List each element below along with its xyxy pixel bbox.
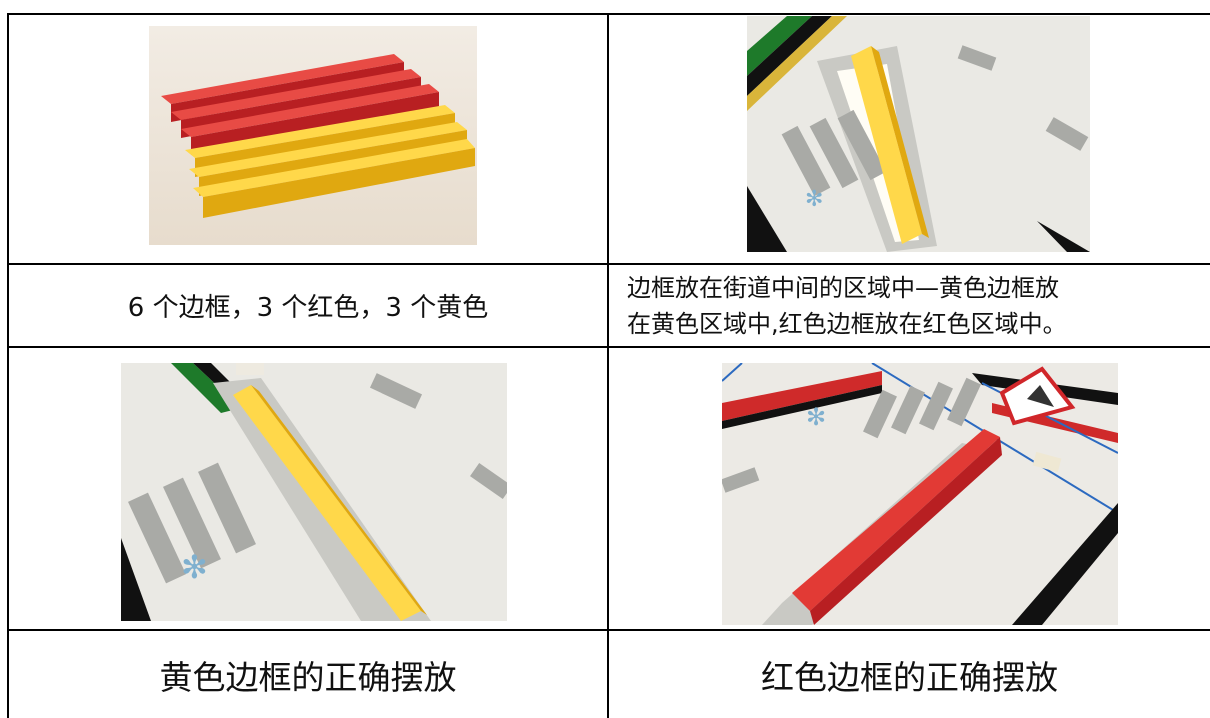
photo-six-frames <box>149 26 477 245</box>
image-table: ✻ 6 个边框，3 个红色，3 个黄色 边框放在街道中间的区域中—黄色边框放 在… <box>7 13 1210 718</box>
table-divider-row3 <box>7 629 1210 631</box>
caption-red-correct-cell: 红色边框的正确摆放 <box>609 631 1210 718</box>
photo-yellow-correct: ✻ <box>121 363 507 621</box>
caption-red-correct: 红色边框的正确摆放 <box>761 657 1058 697</box>
caption-yellow-correct-cell: 黄色边框的正确摆放 <box>9 631 607 718</box>
six-frames-illustration <box>149 26 477 245</box>
table-divider-row1 <box>7 263 1210 265</box>
table-border-top <box>7 13 1210 15</box>
street-frame-illustration: ✻ <box>747 16 1090 252</box>
svg-text:✻: ✻ <box>806 403 826 431</box>
svg-text:✻: ✻ <box>181 548 208 586</box>
caption-placement-rule-line1: 边框放在街道中间的区域中—黄色边框放 <box>627 273 1059 302</box>
table-divider-row2 <box>7 346 1210 348</box>
caption-frames-summary-cell: 6 个边框，3 个红色，3 个黄色 <box>9 265 607 346</box>
caption-frames-summary: 6 个边框，3 个红色，3 个黄色 <box>127 293 489 323</box>
caption-placement-rule-cell: 边框放在街道中间的区域中—黄色边框放 在黄色区域中,红色边框放在红色区域中。 <box>615 265 1210 346</box>
caption-yellow-correct: 黄色边框的正确摆放 <box>159 657 457 697</box>
svg-text:✻: ✻ <box>805 187 823 212</box>
red-frame-illustration: ✻ <box>722 363 1118 625</box>
table-border-left <box>7 13 9 718</box>
yellow-frame-illustration: ✻ <box>121 363 507 621</box>
photo-red-correct: ✻ <box>722 363 1118 625</box>
caption-placement-rule-line2: 在黄色区域中,红色边框放在红色区域中。 <box>627 309 1067 338</box>
photo-frame-on-street: ✻ <box>747 16 1090 252</box>
table-divider-middle <box>607 13 609 718</box>
